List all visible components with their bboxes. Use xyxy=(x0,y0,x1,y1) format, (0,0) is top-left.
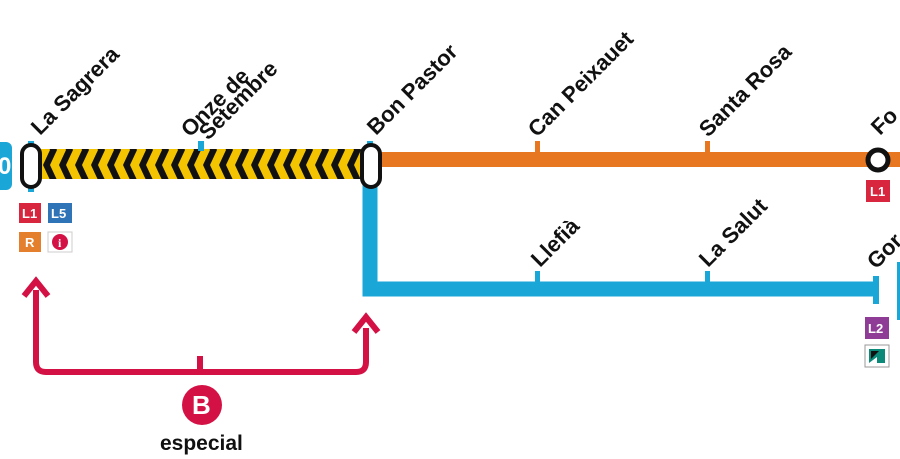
fondo-l1-connection-badge-text: L1 xyxy=(870,184,885,199)
left-edge-line-badge xyxy=(0,142,12,190)
bus-icon xyxy=(182,385,222,425)
station-label-bon-pastor[interactable]: Bon Pastor xyxy=(362,39,463,140)
station-label-fondo[interactable]: Fo xyxy=(866,103,900,140)
special-bus-route-tick xyxy=(197,356,203,372)
fondo-interchange-marker[interactable] xyxy=(865,147,891,173)
l1-connection-badge-text: L1 xyxy=(22,206,37,221)
bon-pastor-interchange-marker[interactable] xyxy=(360,143,382,189)
station-label-gorg[interactable]: Gor xyxy=(862,228,900,274)
rodalies-connection-badge-text: R xyxy=(25,235,35,250)
blue-line-branch xyxy=(362,168,878,297)
arrow-up-right-icon xyxy=(351,312,381,334)
tram-icon-accent xyxy=(871,351,879,359)
can-peixauet-tick xyxy=(535,141,540,154)
bus-icon-letter: B xyxy=(192,390,211,420)
l1-connection-badge xyxy=(19,203,41,223)
closed-segment-hazard-bar xyxy=(30,149,370,179)
left-edge-line-badge-text: 0 xyxy=(0,153,11,180)
fondo-l1-connection-badge xyxy=(866,180,890,202)
l2-connection-badge xyxy=(865,317,889,339)
onze-de-setembre-tick xyxy=(198,141,204,151)
arrow-up-left-icon xyxy=(21,276,51,298)
info-icon xyxy=(52,234,68,250)
la-sagrera-interchange-marker[interactable] xyxy=(20,143,42,189)
l5-connection-badge xyxy=(48,203,72,223)
right-edge-blue-fragment xyxy=(897,262,900,320)
station-label-llefia[interactable]: Llefià xyxy=(526,213,585,272)
l2-connection-badge-text: L2 xyxy=(868,321,883,336)
special-bus-label: especial xyxy=(160,432,243,455)
la-salut-tick xyxy=(705,271,710,284)
gorg-end-terminal-bar xyxy=(873,276,879,304)
station-label-la-sagrera[interactable]: La Sagrera xyxy=(26,41,125,140)
santa-rosa-tick xyxy=(705,141,710,154)
llefia-tick xyxy=(535,271,540,284)
station-label-la-salut[interactable]: La Salut xyxy=(694,193,773,272)
station-label-can-peixauet[interactable]: Can Peixauet xyxy=(523,26,639,142)
orange-line-segment xyxy=(370,152,900,167)
station-label-santa-rosa[interactable]: Santa Rosa xyxy=(694,39,797,142)
info-icon-text: i xyxy=(58,236,62,250)
rodalies-connection-badge xyxy=(19,232,41,252)
l5-connection-badge-text: L5 xyxy=(51,206,66,221)
